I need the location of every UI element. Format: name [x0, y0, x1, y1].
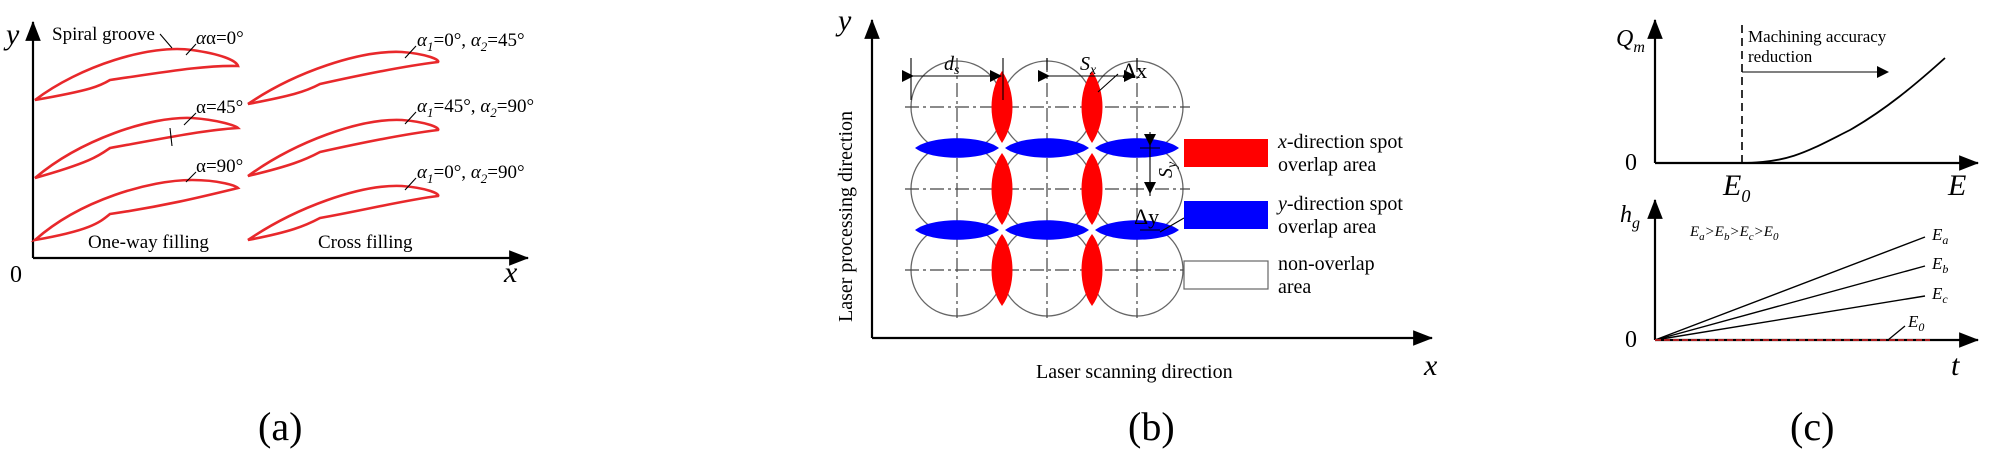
svg-text:ds: ds: [944, 53, 960, 78]
spiral-groove-label: Spiral groove: [52, 24, 155, 45]
legend-swatch-x: [1184, 139, 1268, 167]
one-way-filling-label: One-way filling: [88, 232, 209, 253]
angle-label-0: αα=0°: [196, 28, 244, 49]
panel-b-y-label: y: [835, 4, 852, 37]
panel-b: y x Laser processing direction Laser sca…: [835, 4, 1438, 449]
x-direction-overlaps: [991, 71, 1103, 306]
panel-a-origin: 0: [10, 262, 22, 288]
laser-scanning-direction-label: Laser scanning direction: [1036, 361, 1233, 383]
sx-dimension: Sx: [1038, 53, 1138, 82]
line-eb: [1654, 265, 1926, 341]
t-label: t: [1951, 349, 1960, 382]
svg-text:y-direction spot: y-direction spot: [1276, 193, 1403, 215]
delta-y-label: Δy: [1134, 204, 1159, 229]
caption-c: (c): [1790, 404, 1834, 449]
crescent-b-0-45: [247, 50, 440, 106]
qm-curve: [1741, 57, 1946, 164]
svg-text:non-overlap: non-overlap: [1278, 253, 1375, 275]
crescent-b-45-90: [247, 118, 440, 178]
svg-text:α1=0°, α2=90°: α1=0°, α2=90°: [417, 162, 525, 186]
label-e0: E0: [1907, 312, 1924, 334]
label-ea: Ea: [1931, 225, 1948, 247]
hg-label: hg: [1620, 202, 1640, 232]
laser-processing-direction-label: Laser processing direction: [835, 111, 857, 322]
angle-pair-45-90: α1=45°, α2=90°: [404, 96, 534, 125]
bottom-zero: 0: [1625, 327, 1637, 353]
svg-text:Sy: Sy: [1155, 161, 1180, 178]
legend: x-direction spot overlap area y-directio…: [1183, 131, 1403, 298]
label-ec: Ec: [1931, 284, 1948, 306]
svg-text:area: area: [1278, 276, 1311, 298]
e0-label: E0: [1722, 169, 1750, 206]
legend-swatch-y: [1184, 201, 1268, 229]
qm-label: Qm: [1616, 26, 1645, 56]
e-label: E: [1947, 169, 1966, 202]
angle-pair-0-45: α1=0°, α2=45°: [404, 30, 525, 59]
delta-x-label: Δx: [1122, 58, 1147, 83]
panel-a-y-label: y: [3, 18, 20, 51]
line-ec: [1654, 295, 1926, 341]
svg-text:α1=45°, α2=90°: α1=45°, α2=90°: [417, 96, 534, 120]
caption-b: (b): [1128, 404, 1175, 449]
accuracy-text-1: Machining accuracy: [1748, 27, 1887, 46]
spot-grid: [905, 58, 1190, 318]
panel-c: Qm 0 E E0 Machining accuracy reduction h…: [1616, 18, 1980, 449]
svg-text:overlap area: overlap area: [1278, 154, 1376, 176]
caption-a: (a): [258, 404, 302, 449]
label-eb: Eb: [1931, 254, 1948, 276]
y-direction-overlaps: [915, 138, 1179, 240]
svg-text:α1=0°, α2=45°: α1=0°, α2=45°: [417, 30, 525, 54]
line-ea: [1654, 236, 1926, 341]
svg-text:x-direction spot: x-direction spot: [1277, 131, 1403, 153]
accuracy-text-2: reduction: [1748, 47, 1813, 66]
top-zero: 0: [1625, 150, 1637, 176]
legend-swatch-none: [1183, 260, 1269, 290]
sy-dimension: Sy: [1140, 132, 1180, 231]
panel-b-x-label: x: [1423, 349, 1438, 382]
angle-label-45: α=45°: [196, 97, 243, 118]
svg-text:overlap area: overlap area: [1278, 216, 1376, 238]
panel-a: y x 0 Spiral groove: [3, 18, 534, 449]
ds-dimension: ds: [902, 53, 1004, 100]
svg-text:Sx: Sx: [1080, 53, 1097, 78]
line-e0-tick: [1887, 325, 1906, 341]
angle-pair-0-90: α1=0°, α2=90°: [404, 162, 525, 191]
cross-filling-label: Cross filling: [318, 232, 413, 253]
panel-a-x-label: x: [503, 256, 518, 289]
energy-relation: Ea>Eb>Ec>E0: [1689, 224, 1779, 243]
crescent-a-0deg: [34, 47, 240, 102]
angle-label-90: α=90°: [196, 156, 243, 177]
